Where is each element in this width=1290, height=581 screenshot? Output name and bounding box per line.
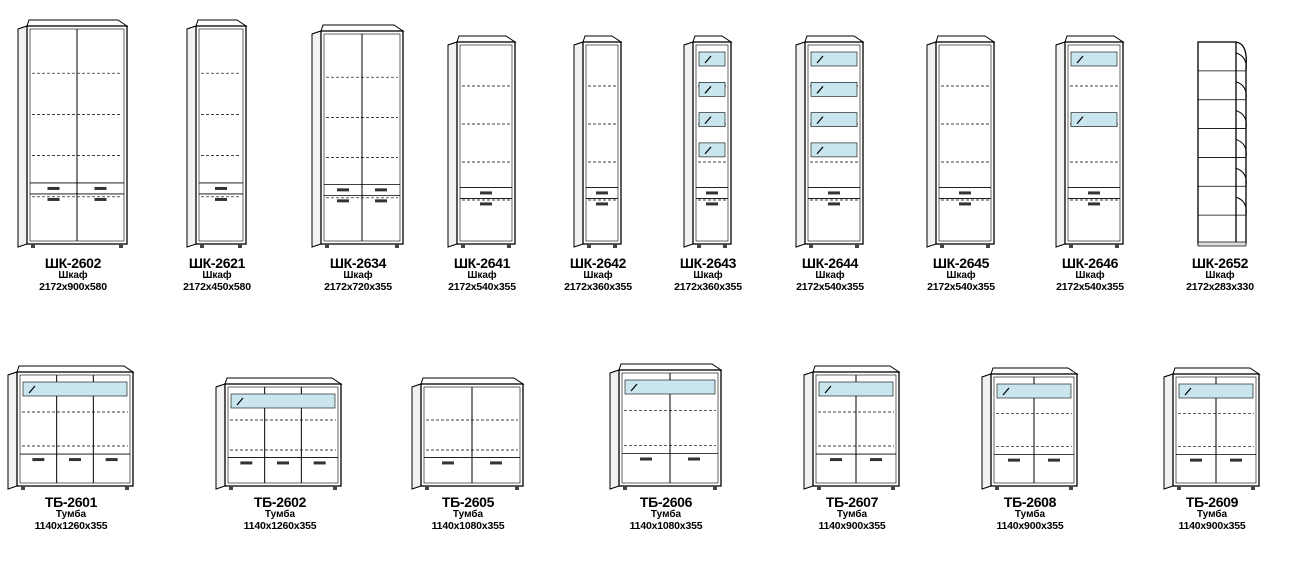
product-code: ШК-2646 (1061, 255, 1119, 271)
product-type: Шкаф (815, 270, 845, 281)
product-dimensions: 1140x1260x355 (243, 520, 317, 532)
product-type: Тумба (650, 509, 682, 520)
product-code: ТБ-2601 (44, 494, 98, 510)
product-code: ШК-2641 (453, 255, 511, 271)
product-dimensions: 2172x450x580 (183, 281, 251, 293)
product-dimensions: 2172x720x355 (324, 281, 392, 293)
cabinet-item[interactable]: ШК-2652 Шкаф 2172x283x330 (1186, 36, 1254, 295)
cabinet-drawing (795, 35, 865, 248)
product-dimensions: 2172x540x355 (448, 281, 516, 293)
product-type: Шкаф (202, 270, 232, 281)
product-type: Шкаф (693, 270, 723, 281)
cabinet-drawing (1055, 35, 1125, 248)
sideboard-drawing (7, 365, 135, 490)
cabinet-item[interactable]: ШК-2642 Шкаф 2172x360x355 (564, 35, 632, 295)
sideboard-drawing (609, 363, 723, 490)
product-type: Шкаф (58, 270, 88, 281)
product-code: ШК-2602 (44, 255, 102, 271)
product-dimensions: 1140x1080x355 (431, 520, 505, 532)
product-dimensions: 2172x540x355 (1056, 281, 1124, 293)
sideboard-item[interactable]: ТБ-2602 Тумба 1140x1260x355 (215, 377, 343, 546)
product-type: Шкаф (343, 270, 373, 281)
cabinet-drawing (447, 35, 517, 248)
product-dimensions: 1140x900x355 (818, 520, 886, 532)
sideboard-item[interactable]: ТБ-2607 Тумба 1140x900x355 (803, 365, 901, 546)
product-code: ТБ-2602 (253, 494, 307, 510)
product-code: ТБ-2608 (1003, 494, 1057, 510)
product-code: ШК-2644 (801, 255, 859, 271)
product-type: Шкаф (467, 270, 497, 281)
product-code: ТБ-2605 (441, 494, 495, 510)
product-dimensions: 2172x540x355 (796, 281, 864, 293)
cabinet-item[interactable]: ШК-2644 Шкаф 2172x540x355 (795, 35, 865, 295)
cabinet-item[interactable]: ШК-2645 Шкаф 2172x540x355 (926, 35, 996, 295)
sideboard-item[interactable]: ТБ-2609 Тумба 1140x900x355 (1163, 367, 1261, 546)
cabinet-item[interactable]: ШК-2621 Шкаф 2172x450x580 (183, 19, 251, 295)
sideboard-drawing (1163, 367, 1261, 490)
cabinet-item[interactable]: ШК-2646 Шкаф 2172x540x355 (1055, 35, 1125, 295)
product-dimensions: 2172x540x355 (927, 281, 995, 293)
product-code: ШК-2634 (329, 255, 387, 271)
sideboard-drawing (215, 377, 343, 490)
product-dimensions: 1140x1260x355 (34, 520, 108, 532)
product-type: Тумба (1014, 509, 1046, 520)
sideboard-item[interactable]: ТБ-2605 Тумба 1140x1080x355 (411, 377, 525, 546)
product-type: Шкаф (583, 270, 613, 281)
sideboard-item[interactable]: ТБ-2608 Тумба 1140x900x355 (981, 367, 1079, 546)
product-code: ТБ-2607 (825, 494, 879, 510)
product-code: ШК-2652 (1191, 255, 1249, 271)
product-code: ШК-2643 (679, 255, 737, 271)
product-type: Тумба (1196, 509, 1228, 520)
product-dimensions: 2172x283x330 (1186, 281, 1254, 293)
cabinet-drawing (186, 19, 248, 248)
product-type: Тумба (264, 509, 296, 520)
product-code: ШК-2645 (932, 255, 990, 271)
product-type: Шкаф (946, 270, 976, 281)
cabinet-item[interactable]: ШК-2602 Шкаф 2172x900x580 (17, 19, 129, 295)
cabinet-drawing (17, 19, 129, 248)
product-code: ШК-2621 (188, 255, 246, 271)
product-type: Тумба (55, 509, 87, 520)
product-dimensions: 1140x1080x355 (629, 520, 703, 532)
product-dimensions: 1140x900x355 (1178, 520, 1246, 532)
product-type: Тумба (452, 509, 484, 520)
cabinet-item[interactable]: ШК-2643 Шкаф 2172x360x355 (674, 35, 742, 295)
cabinet-drawing (926, 35, 996, 248)
sideboard-item[interactable]: ТБ-2601 Тумба 1140x1260x355 (7, 365, 135, 546)
product-dimensions: 2172x360x355 (564, 281, 632, 293)
cabinet-drawing (573, 35, 623, 248)
product-type: Шкаф (1075, 270, 1105, 281)
cabinet-drawing (311, 24, 405, 248)
product-type: Шкаф (1205, 270, 1235, 281)
cabinet-item[interactable]: ШК-2634 Шкаф 2172x720x355 (311, 24, 405, 295)
product-type: Тумба (836, 509, 868, 520)
product-code: ТБ-2609 (1185, 494, 1239, 510)
product-code: ШК-2642 (569, 255, 627, 271)
product-code: ТБ-2606 (639, 494, 693, 510)
sideboard-drawing (803, 365, 901, 490)
sideboard-item[interactable]: ТБ-2606 Тумба 1140x1080x355 (609, 363, 723, 546)
sideboard-drawing (981, 367, 1079, 490)
corner-shelf-drawing (1197, 41, 1247, 247)
sideboard-drawing (411, 377, 525, 490)
product-dimensions: 2172x360x355 (674, 281, 742, 293)
cabinet-item[interactable]: ШК-2641 Шкаф 2172x540x355 (447, 35, 517, 295)
product-dimensions: 1140x900x355 (996, 520, 1064, 532)
product-dimensions: 2172x900x580 (39, 281, 107, 293)
cabinet-drawing (683, 35, 733, 248)
